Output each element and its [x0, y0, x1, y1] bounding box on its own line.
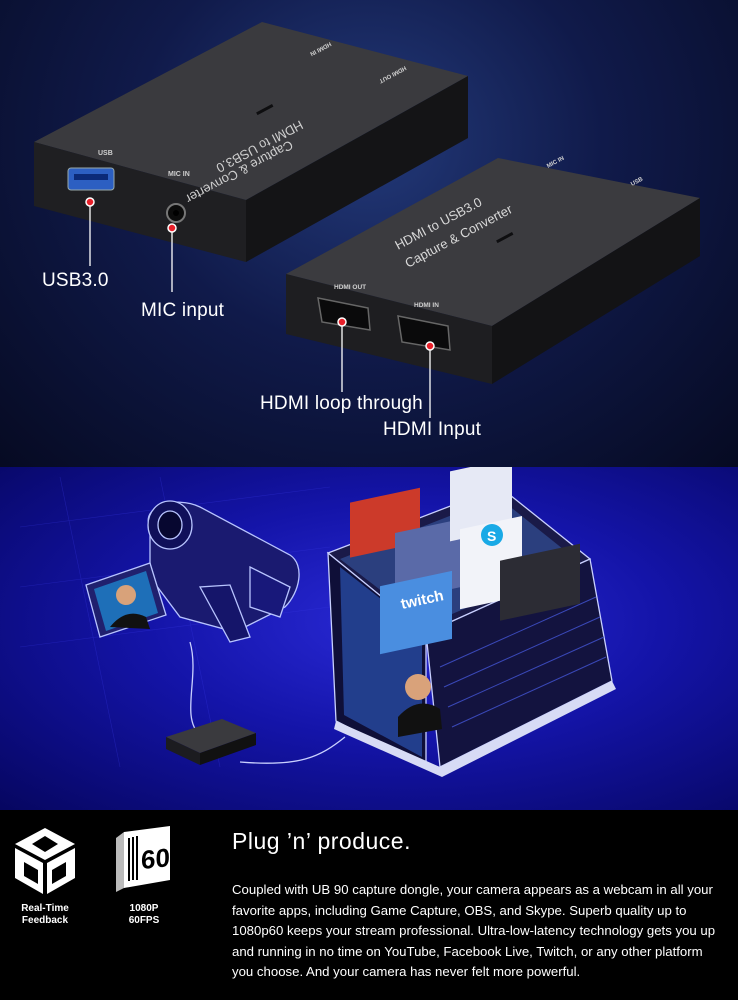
- callout-lines: [89, 204, 431, 418]
- callout-hdmi-loop: HDMI loop through: [260, 393, 423, 414]
- feature-1080p-line1: 1080P: [129, 903, 159, 914]
- realtime-feedback-icon: [15, 828, 75, 894]
- product-illustration: HDMI to USB3.0 Capture & Converter USB M…: [34, 22, 700, 418]
- feature-1080p-label: 1080P 60FPS: [108, 903, 180, 927]
- usage-illustration: twitch S: [19, 467, 616, 777]
- callout-hdmi-input: HDMI Input: [383, 419, 482, 440]
- front-hdmi-out-label: HDMI OUT: [334, 284, 366, 291]
- feature-realtime-label: Real-Time Feedback: [10, 903, 80, 927]
- skype-icon: [481, 524, 503, 546]
- 60-text: 60: [141, 842, 170, 875]
- product-ports-panel: HDMI to USB3.0 Capture & Converter USB M…: [0, 0, 738, 467]
- front-usb-label: USB: [630, 176, 645, 188]
- streamer-face: [405, 674, 431, 700]
- rear-usb-label: USB: [98, 150, 113, 157]
- hdmi-in-port: [397, 315, 451, 351]
- camcorder-flip-screen: [85, 562, 167, 638]
- feature-realtime-line1: Real-Time: [21, 903, 69, 914]
- feature-1080p-line2: 60FPS: [128, 915, 160, 926]
- hdmi-out-port: [317, 297, 371, 331]
- callout-dots: [85, 197, 435, 351]
- capture-device-rear: HDMI to USB3.0 Capture & Converter USB M…: [34, 22, 468, 262]
- app-windows: twitch S: [350, 467, 580, 737]
- front-hdmi-in-label: HDMI IN: [414, 302, 439, 309]
- usage-illustration-panel: twitch S: [0, 467, 738, 810]
- description-paragraph: Coupled with UB 90 capture dongle, your …: [232, 882, 716, 979]
- headline: Plug ’n’ produce.: [232, 828, 411, 854]
- callout-mic: MIC input: [141, 300, 225, 321]
- rear-mic-label: MIC IN: [168, 171, 190, 178]
- 1080p-60fps-icon: 60: [116, 826, 170, 892]
- feature-realtime-line2: Feedback: [21, 915, 69, 926]
- callout-usb: USB3.0: [42, 270, 109, 291]
- camcorder: [147, 500, 300, 643]
- capture-dongle: [166, 719, 256, 765]
- capture-device-front: HDMI to USB3.0 Capture & Converter HDMI …: [286, 156, 700, 384]
- svg-text:S: S: [487, 528, 496, 544]
- front-mic-label: MIC IN: [546, 156, 565, 170]
